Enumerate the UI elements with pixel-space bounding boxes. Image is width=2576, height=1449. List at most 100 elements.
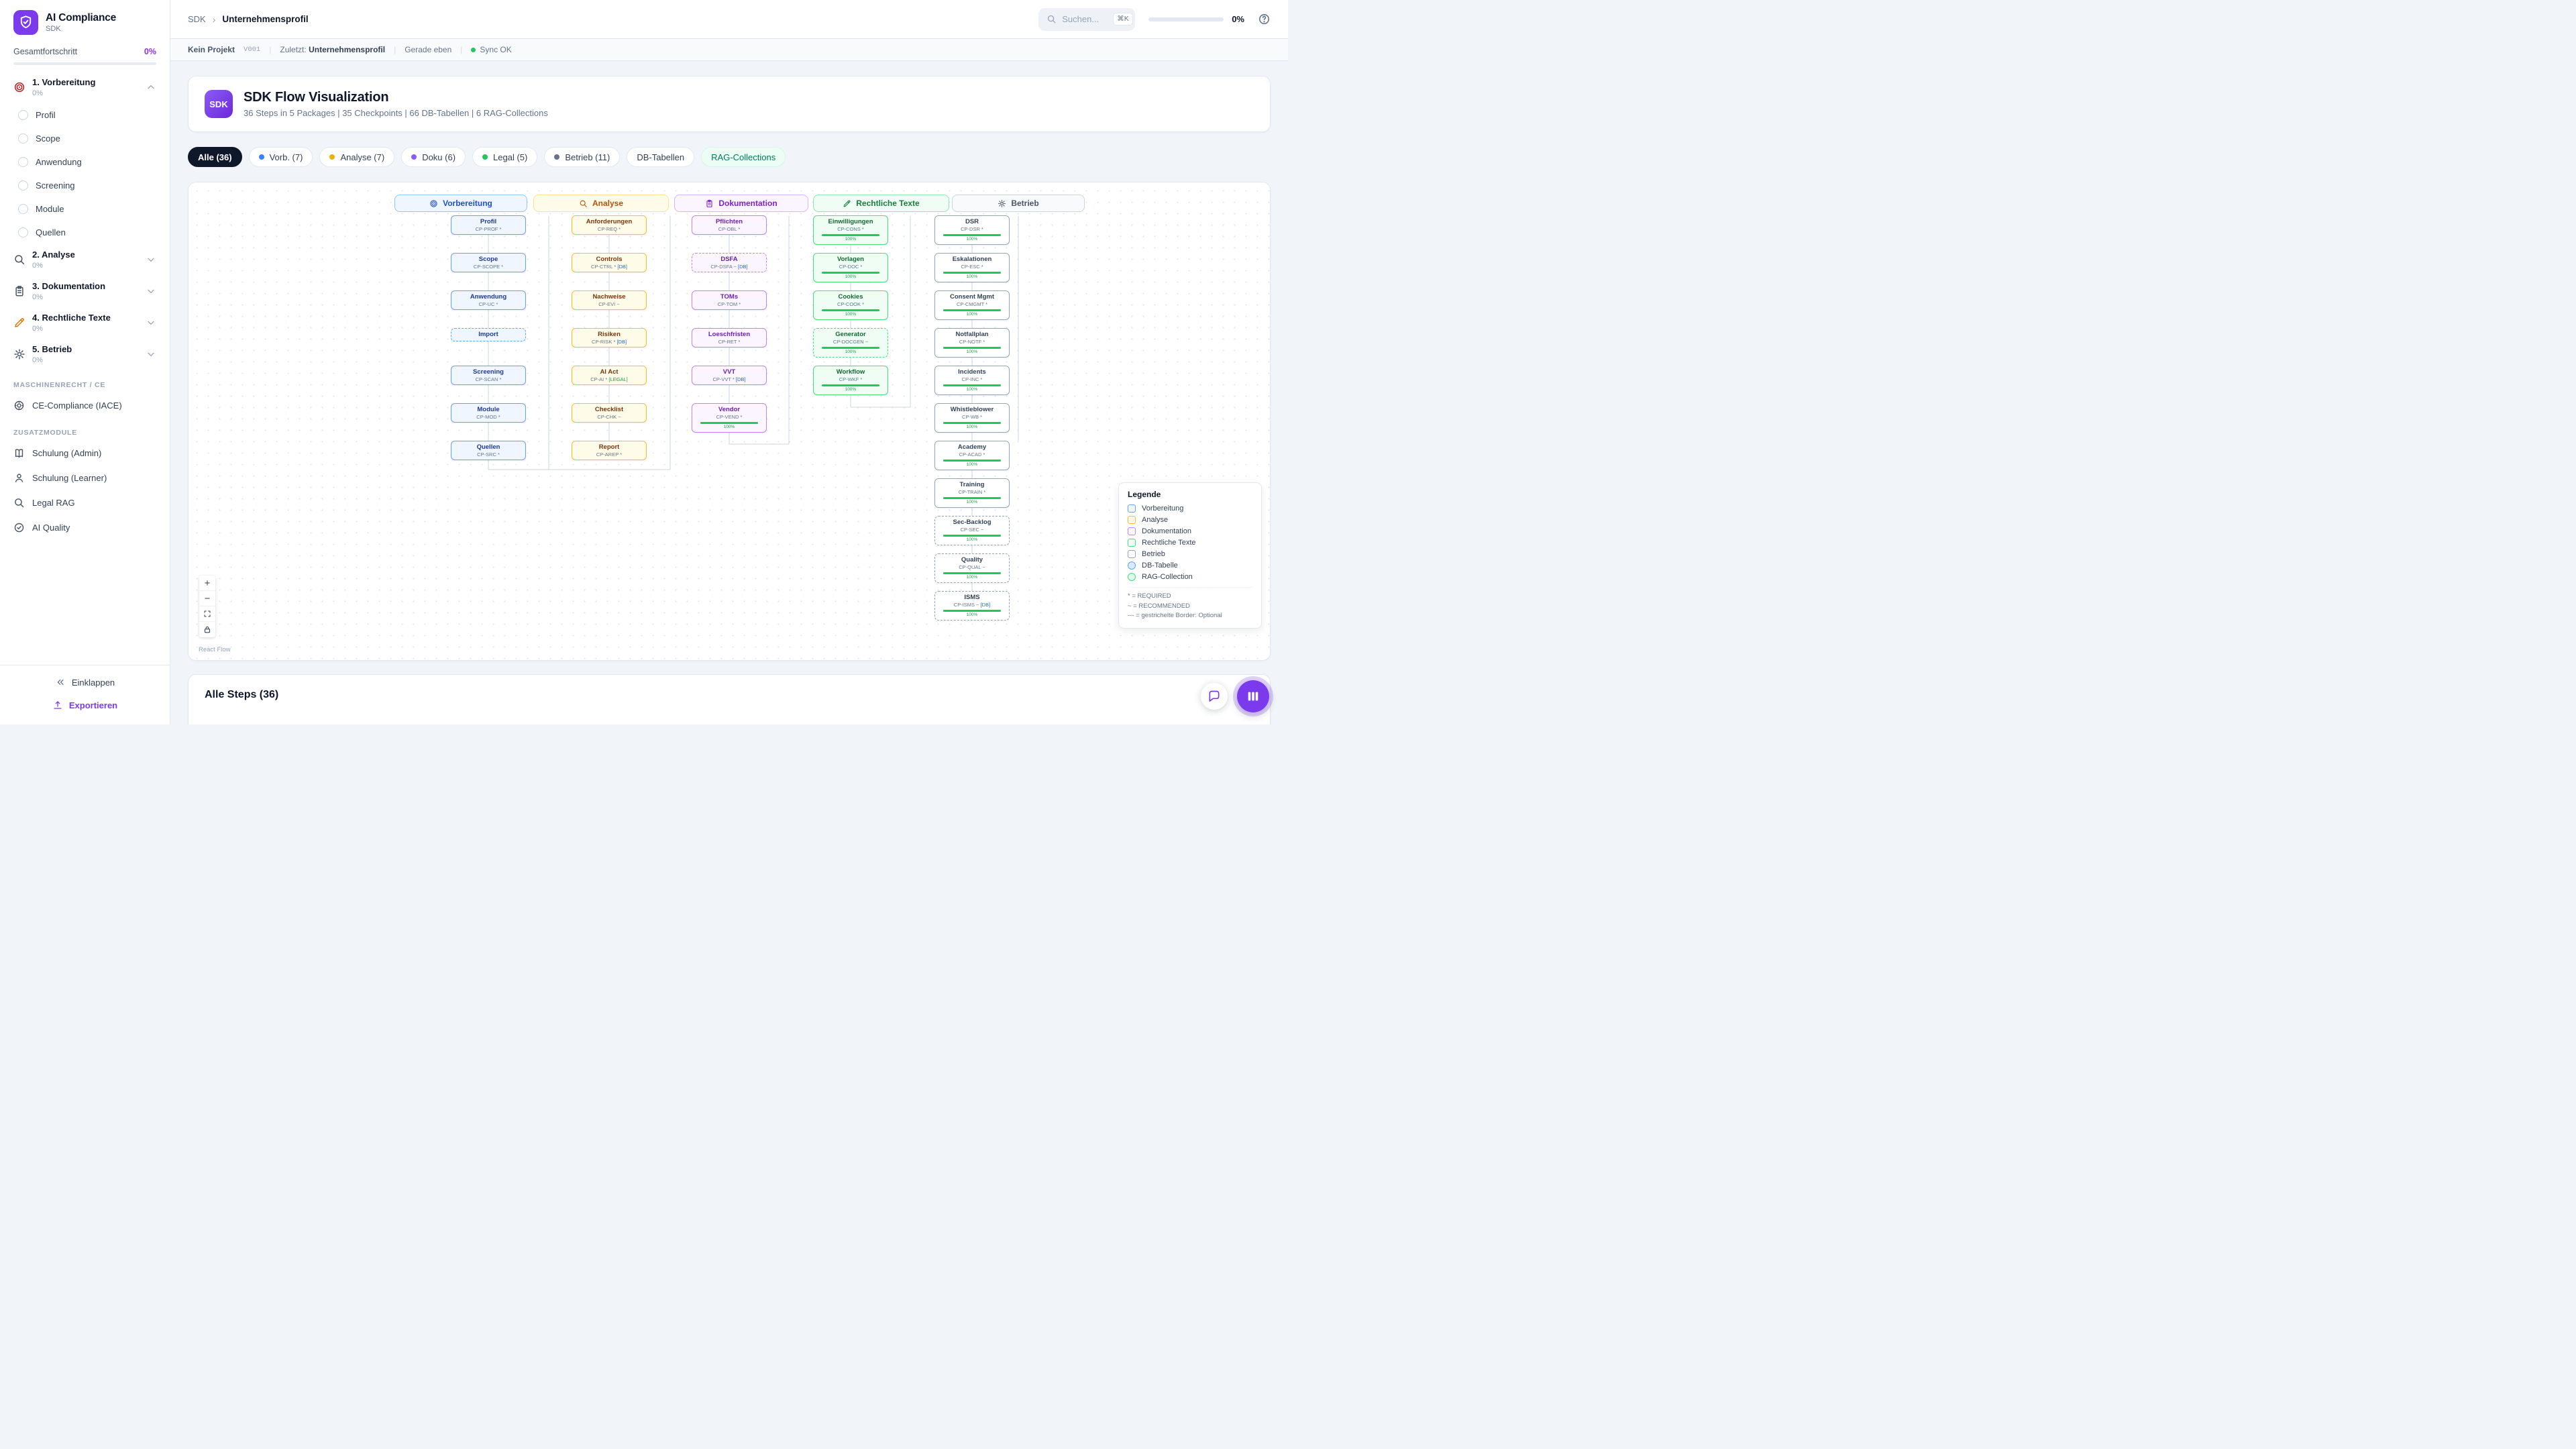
search-icon xyxy=(1046,14,1057,24)
search-input[interactable] xyxy=(1062,14,1108,24)
filter-doku-6[interactable]: Doku (6) xyxy=(401,147,466,167)
breadcrumb-root[interactable]: SDK xyxy=(188,14,206,24)
radio-circle-icon xyxy=(18,180,28,191)
flow-node-import[interactable]: Import xyxy=(451,328,526,341)
zoom-in-button[interactable] xyxy=(199,576,215,591)
flow-column-title: Dokumentation xyxy=(718,199,777,208)
flow-node-code: CP-VEND * xyxy=(716,414,743,421)
filter-betrieb-11[interactable]: Betrieb (11) xyxy=(544,147,621,167)
sidebar-item-profil[interactable]: Profil xyxy=(8,103,162,127)
search-box[interactable]: ⌘K xyxy=(1038,7,1136,31)
legend-swatch-icon xyxy=(1128,527,1136,535)
filter-analyse-7[interactable]: Analyse (7) xyxy=(319,147,395,167)
flow-node-code: CP-QUAL ~ xyxy=(959,564,985,571)
apps-fab[interactable] xyxy=(1237,680,1269,712)
sidebar-item-anwendung[interactable]: Anwendung xyxy=(8,150,162,174)
section-percent: 0% xyxy=(32,324,43,333)
flow-column-header-vorbereitung[interactable]: Vorbereitung xyxy=(394,195,527,212)
sidebar-item-label: Schulung (Admin) xyxy=(32,447,102,458)
reactflow-attribution[interactable]: React Flow xyxy=(199,646,231,653)
flow-column-header-rechtliche-texte[interactable]: Rechtliche Texte xyxy=(813,195,949,212)
flow-node-code: CP-DOC * xyxy=(839,264,863,270)
export-button[interactable]: Exportieren xyxy=(8,694,162,716)
sidebar-item-schulung-learner[interactable]: Schulung (Learner) xyxy=(8,466,162,490)
filter-db-tabellen[interactable]: DB-Tabellen xyxy=(627,147,695,167)
filter-legal-5[interactable]: Legal (5) xyxy=(472,147,538,167)
sidebar-item-legal-rag[interactable]: Legal RAG xyxy=(8,490,162,515)
filter-rag-collections[interactable]: RAG-Collections xyxy=(701,147,786,167)
last-visited: Zuletzt: Unternehmensprofil xyxy=(280,45,385,54)
flow-column-header-betrieb[interactable]: Betrieb xyxy=(952,195,1085,212)
flow-node-title: TOMs xyxy=(720,293,739,301)
flow-node-code: CP-PROF * xyxy=(475,226,502,233)
sidebar-item-ce-compliance-iace[interactable]: CE-Compliance (IACE) xyxy=(8,393,162,418)
flow-column-header-dokumentation[interactable]: Dokumentation xyxy=(674,195,808,212)
help-icon[interactable] xyxy=(1258,13,1271,25)
filter-alle-36[interactable]: Alle (36) xyxy=(188,147,242,167)
sidebar-item-screening[interactable]: Screening xyxy=(8,174,162,197)
chat-fab[interactable] xyxy=(1201,683,1228,710)
filter-vorb-7[interactable]: Vorb. (7) xyxy=(248,147,313,167)
sidebar-item-ai-quality[interactable]: AI Quality xyxy=(8,515,162,540)
sidebar-item-scope[interactable]: Scope xyxy=(8,127,162,150)
flow-node-code: CP-SRC * xyxy=(477,451,500,458)
zoom-out-button[interactable] xyxy=(199,591,215,606)
legend-swatch-icon xyxy=(1128,549,1136,558)
collapse-sidebar-button[interactable]: Einklappen xyxy=(8,671,162,694)
breadcrumb: SDK › Unternehmensprofil xyxy=(188,14,309,25)
header-progress-bar xyxy=(1148,17,1224,21)
sidebar-item-schulung-admin[interactable]: Schulung (Admin) xyxy=(8,441,162,466)
fit-view-button[interactable] xyxy=(199,606,215,622)
lock-interactivity-button[interactable] xyxy=(199,622,215,637)
pencil-icon xyxy=(13,317,25,329)
flow-column-header-analyse[interactable]: Analyse xyxy=(533,195,669,212)
flow-node-title: Risiken xyxy=(598,331,621,338)
sidebar-item-module[interactable]: Module xyxy=(8,197,162,221)
sidebar-item-quellen[interactable]: Quellen xyxy=(8,221,162,244)
